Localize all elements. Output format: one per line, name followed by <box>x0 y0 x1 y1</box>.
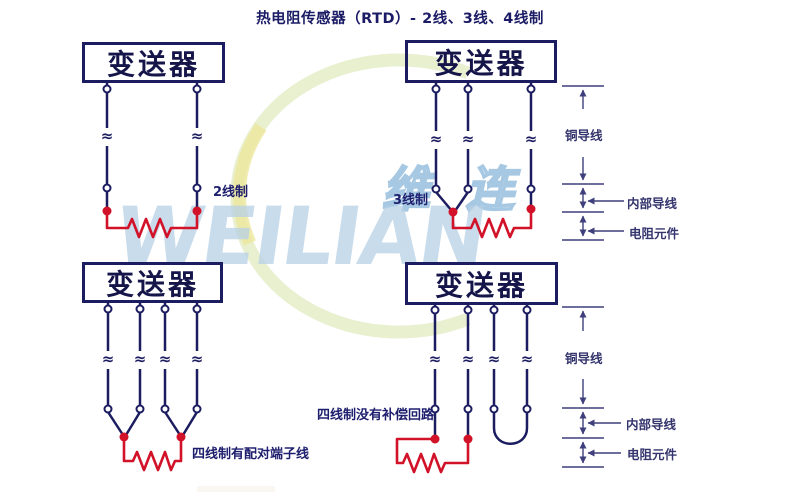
label-copper-wire-bottom: 铜导线 <box>565 351 603 366</box>
label-internal-wire-bottom: 内部导线 <box>626 417 677 432</box>
label-internal-wire-top: 内部导线 <box>627 196 678 211</box>
four-wire-paired-circuit <box>103 301 202 472</box>
three-wire-circuit <box>431 81 536 239</box>
wire-break-icon: ≈ <box>519 350 535 369</box>
transmitter-box-3wire: 变送器 <box>405 40 557 83</box>
resistor-element <box>451 207 533 239</box>
two-wire-circuit <box>102 81 202 239</box>
wire-break-icon: ≈ <box>486 350 502 369</box>
wire-break-icon: ≈ <box>100 350 116 369</box>
label-4wire-no-comp: 四线制没有补偿回路 <box>317 408 435 423</box>
junction-dots <box>102 206 202 216</box>
wire-break-icon: ≈ <box>189 127 205 146</box>
wire-break-icon: ≈ <box>189 350 205 369</box>
copper-wires <box>434 81 533 213</box>
dimension-column-top <box>562 85 624 241</box>
junction-dots <box>448 204 536 217</box>
copper-wires <box>105 81 199 209</box>
transmitter-box-2wire: 变送器 <box>82 42 225 83</box>
resistor-element <box>122 435 183 472</box>
junction-dots <box>119 432 186 442</box>
wire-break-icon: ≈ <box>460 350 476 369</box>
label-4wire-paired: 四线制有配对端子线 <box>192 447 310 462</box>
label-resistor-element-bottom: 电阻元件 <box>627 447 678 462</box>
wire-break-icon: ≈ <box>460 130 476 149</box>
label-3wire: 3线制 <box>393 193 429 208</box>
dimension-column-bottom <box>562 306 621 468</box>
wire-break-icon: ≈ <box>99 127 115 146</box>
resistor-element <box>395 437 470 474</box>
page-title: 热电阻传感器（RTD）- 2线、3线、4线制 <box>256 11 544 27</box>
terminal-circles <box>430 305 532 414</box>
scan-artifact <box>197 486 275 492</box>
label-2wire: 2线制 <box>213 185 249 200</box>
wire-break-icon: ≈ <box>427 350 443 369</box>
wire-break-icon: ≈ <box>428 130 444 149</box>
terminal-circles <box>431 84 536 194</box>
terminal-circles <box>102 84 202 193</box>
terminal-circles <box>103 304 202 414</box>
four-wire-no-comp-circuit <box>395 303 532 474</box>
copper-wires <box>433 303 529 445</box>
copper-wires <box>106 301 199 437</box>
watermark-cn-text: 维连 <box>381 161 551 219</box>
wire-break-icon: ≈ <box>523 130 539 149</box>
label-copper-wire-top: 铜导线 <box>565 128 603 143</box>
transmitter-box-4wire-paired: 变送器 <box>82 262 223 303</box>
wire-break-icon: ≈ <box>157 350 173 369</box>
transmitter-box-4wire-no-comp: 变送器 <box>405 262 558 305</box>
u-loop <box>492 409 529 445</box>
wire-break-icon: ≈ <box>132 350 148 369</box>
label-resistor-element-top: 电阻元件 <box>629 226 680 241</box>
resistor-element <box>105 209 199 239</box>
junction-dots <box>430 434 473 444</box>
